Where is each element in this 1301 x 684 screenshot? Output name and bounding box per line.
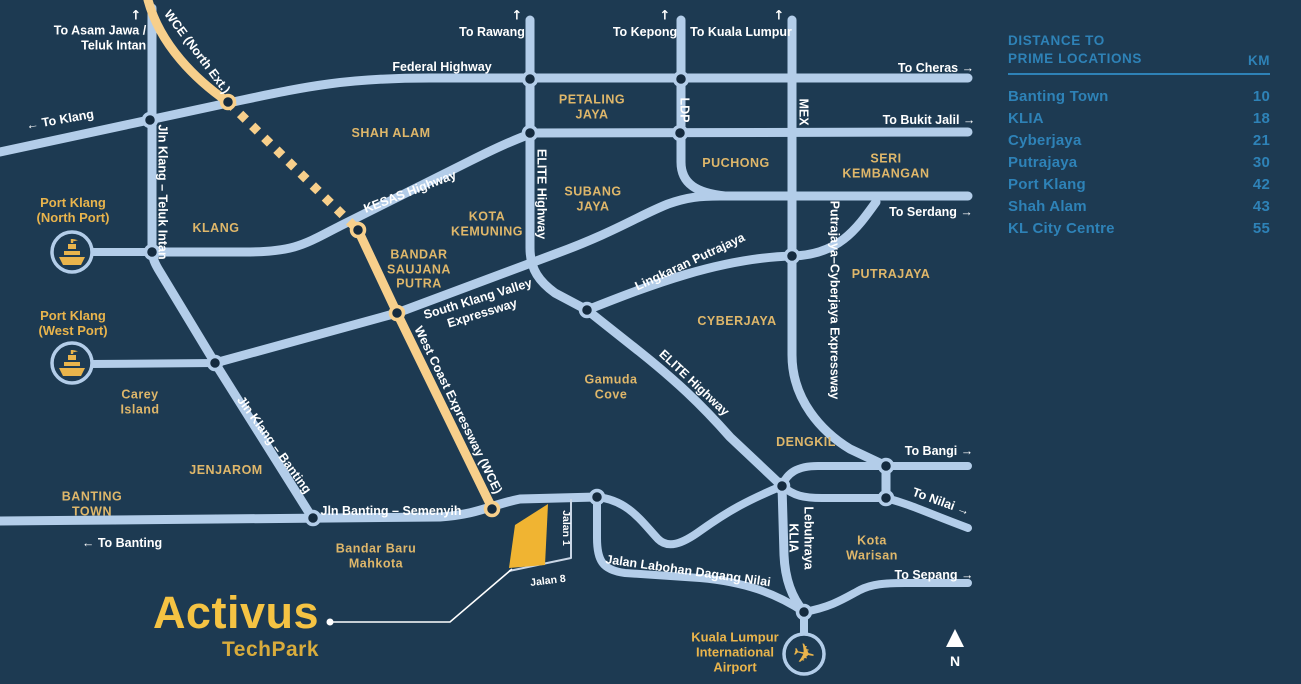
- junction-dots: [141, 70, 895, 621]
- road-wce-south: [353, 225, 497, 513]
- road-kesas-highway: [147, 129, 535, 257]
- ship-icon-west-port: [50, 341, 94, 385]
- distance-km: 42: [1252, 176, 1270, 194]
- distance-row: Banting Town 10: [1008, 86, 1270, 108]
- logo-name: Activus: [152, 587, 319, 638]
- wce-junction-dots: [219, 93, 501, 518]
- airport-icon: ✈: [782, 632, 826, 676]
- road-elite-highway-south: [582, 305, 787, 491]
- distance-km: 43: [1252, 198, 1270, 216]
- road-to-nilai-east: [882, 494, 972, 532]
- distance-row: Shah Alam 43: [1008, 196, 1270, 218]
- distance-km: 55: [1252, 220, 1270, 238]
- road-mex-pc-expressway: [787, 15, 891, 503]
- distance-row: Cyberjaya 21: [1008, 130, 1270, 152]
- road-to-bangi: [778, 462, 972, 490]
- distance-location: Port Klang: [1008, 176, 1086, 194]
- distance-location: Putrajaya: [1008, 154, 1078, 172]
- distance-row: Port Klang 42: [1008, 174, 1270, 196]
- distance-row: KL City Centre 55: [1008, 218, 1270, 240]
- road-skve-serdang: [210, 191, 973, 368]
- distance-location: Banting Town: [1008, 88, 1109, 106]
- road-federal-highway: [0, 73, 973, 157]
- road-to-sepang: [800, 579, 972, 616]
- road-west-port-spur: [86, 359, 219, 368]
- logo-leader-dot: [326, 618, 334, 626]
- logo-tagline: TechPark: [222, 638, 319, 661]
- road-to-bukit-jalil: [525, 127, 973, 138]
- road-lebuhraya-klia: [777, 481, 809, 617]
- road-elite-highway-north: [525, 15, 592, 315]
- road-wce-north: [143, 0, 233, 107]
- activus-logo: Activus TechPark: [143, 587, 319, 661]
- road-dengkil-connector: [593, 482, 786, 549]
- distance-km: 30: [1252, 154, 1270, 172]
- road-ldp: [676, 15, 730, 201]
- road-to-nilai-west: [778, 482, 890, 502]
- distance-location: KL City Centre: [1008, 220, 1115, 238]
- distance-km: 18: [1252, 110, 1270, 128]
- svg-text:N: N: [950, 653, 960, 669]
- distance-location: Shah Alam: [1008, 198, 1087, 216]
- road-jalan-1-jalan-8: [508, 499, 572, 572]
- distance-row: KLIA 18: [1008, 108, 1270, 130]
- road-jln-klang: [147, 3, 318, 524]
- north-compass: N: [946, 629, 964, 669]
- road-wce-dashed: [224, 98, 362, 234]
- road-lingkaran-putrajaya: [582, 197, 881, 315]
- distance-location: Cyberjaya: [1008, 132, 1082, 150]
- distance-location: KLIA: [1008, 110, 1044, 128]
- distance-row: Putrajaya 30: [1008, 152, 1270, 174]
- logo-leader-line: [330, 568, 513, 623]
- road-jln-banting-semenyih: [0, 492, 602, 526]
- distance-table-unit: KM: [1248, 52, 1270, 68]
- road-jalan-labohan: [593, 493, 808, 616]
- distance-km: 10: [1252, 88, 1270, 106]
- ship-icon-north-port: [50, 230, 94, 274]
- activus-site-polygon: [509, 504, 548, 568]
- distance-km: 21: [1252, 132, 1270, 150]
